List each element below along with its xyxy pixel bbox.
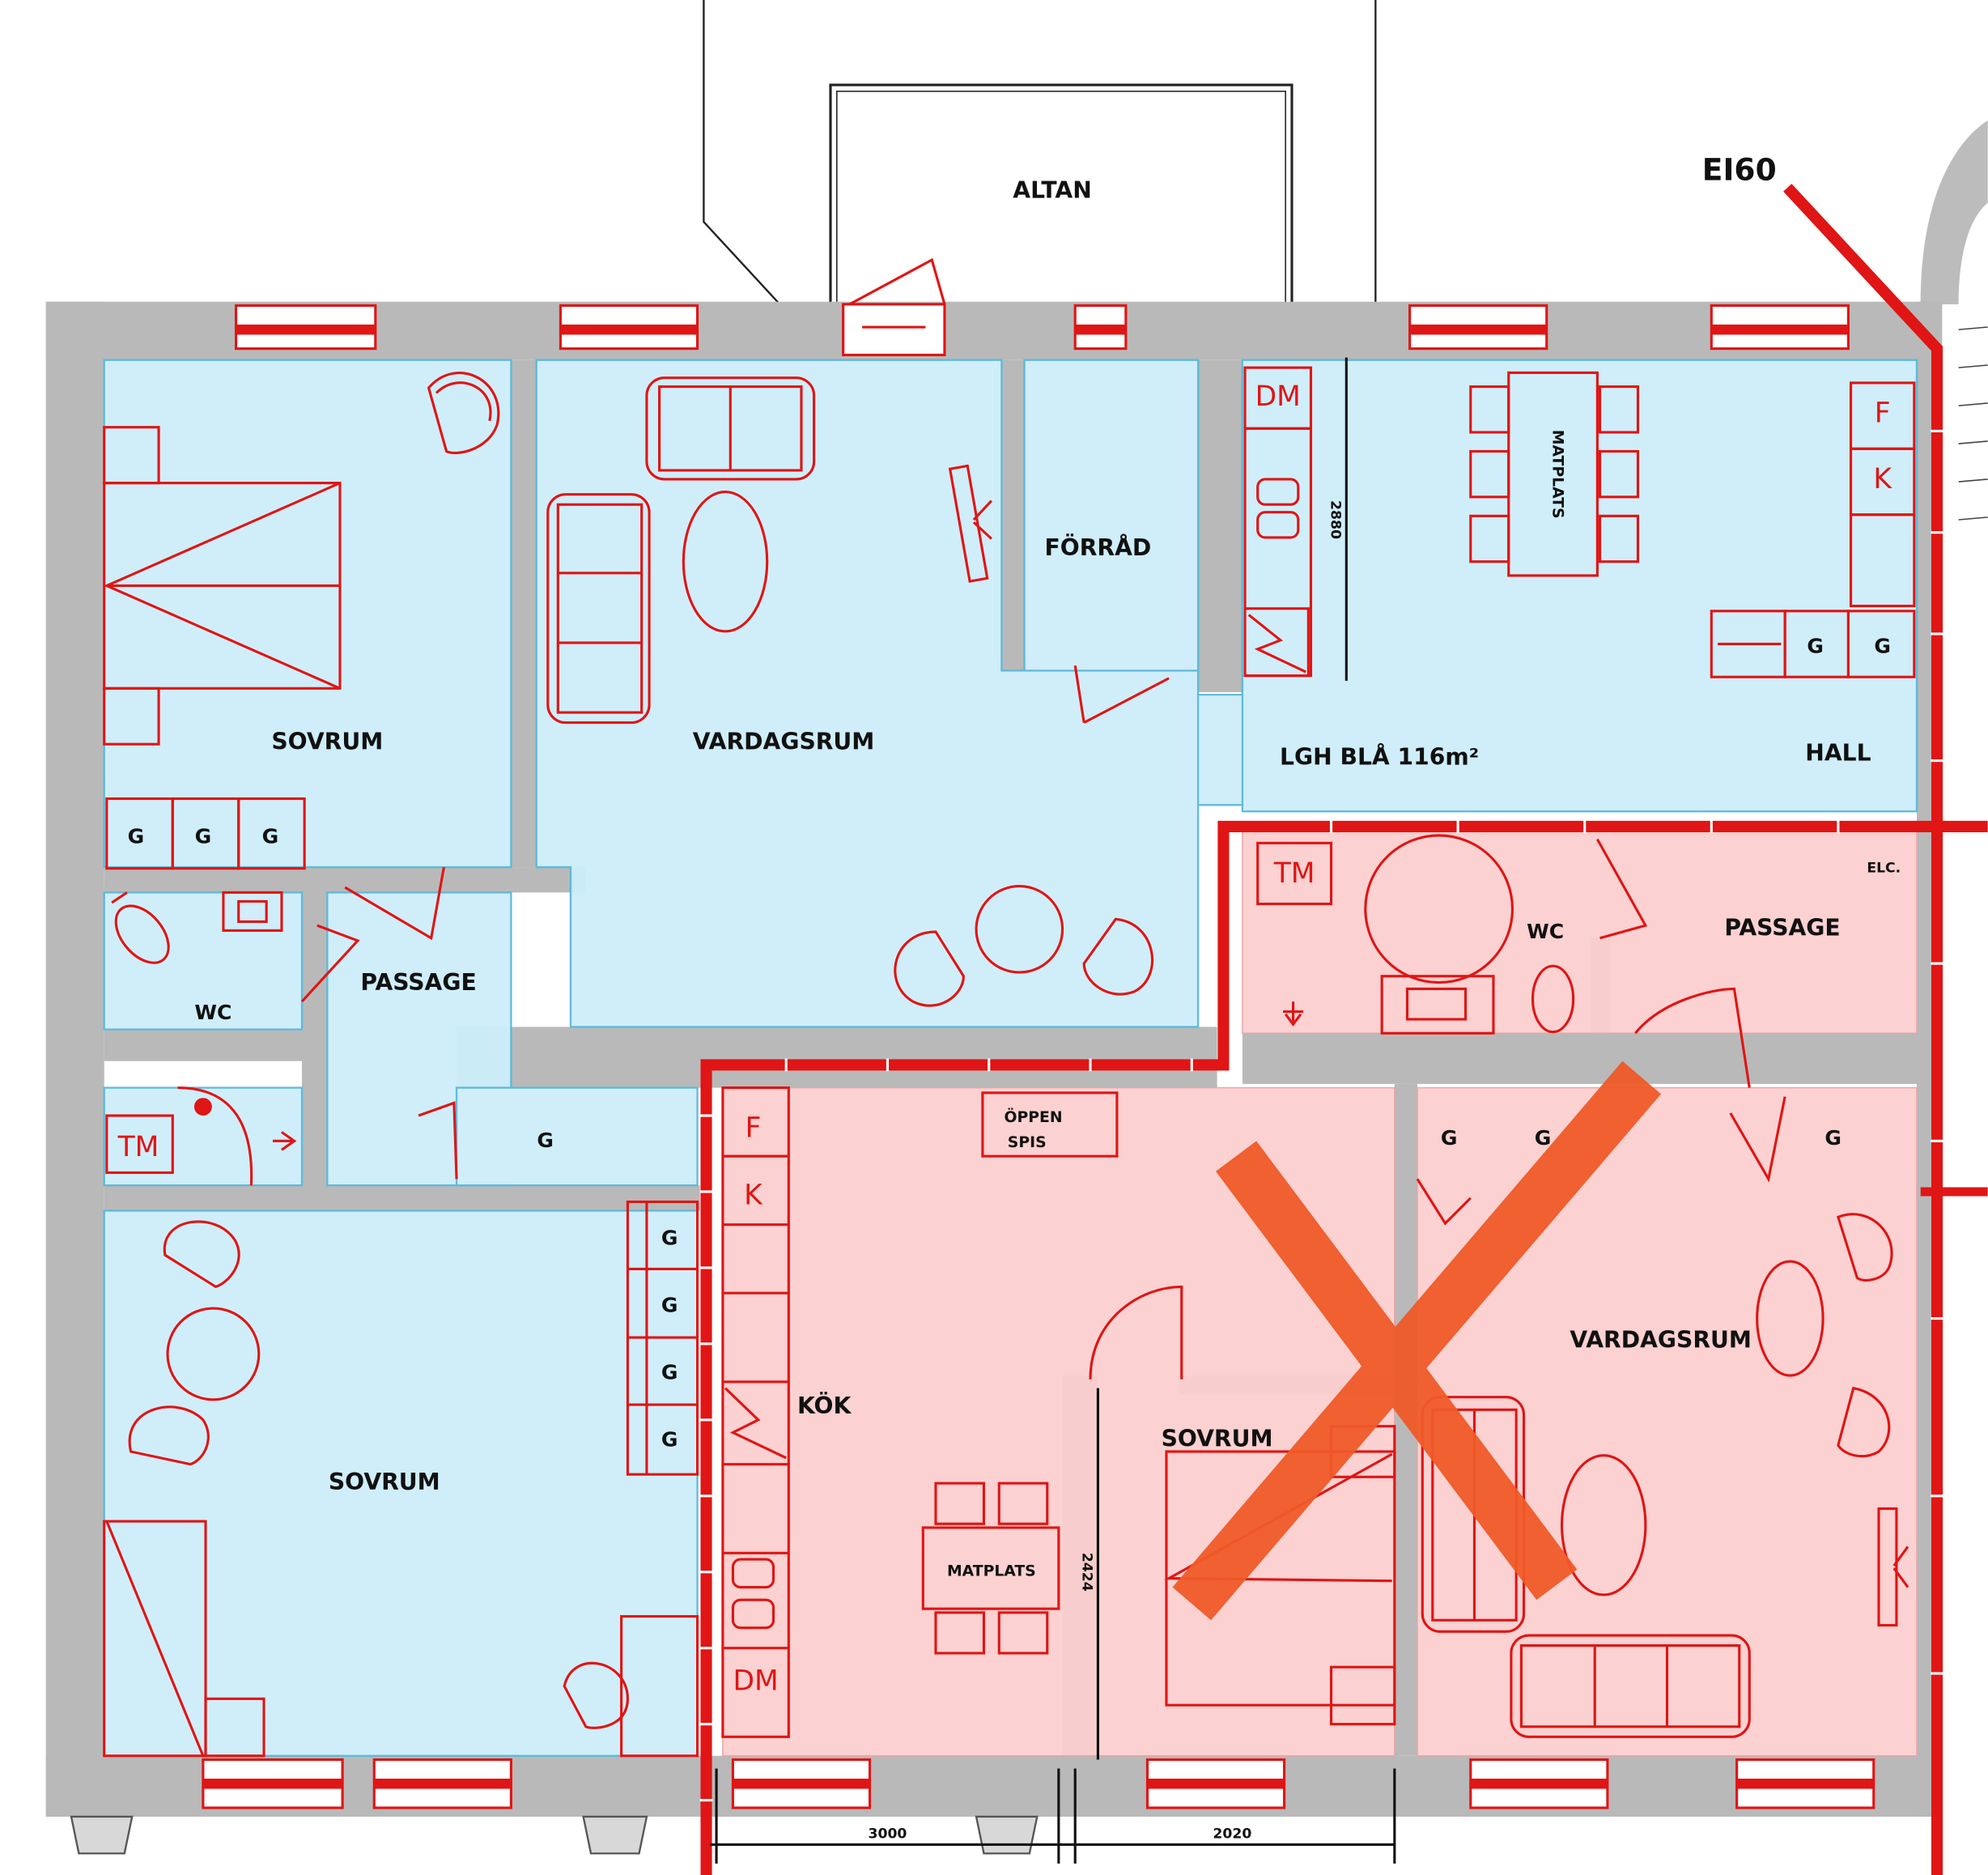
sovrum-nw-label: SOVRUM — [271, 728, 383, 755]
g-sov-2: G — [195, 824, 212, 848]
f-s-label: F — [746, 1112, 762, 1145]
wc-e-label: WC — [1527, 920, 1564, 943]
vardagsrum-n-label: VARDAGSRUM — [693, 728, 875, 755]
g-sw-4: G — [661, 1428, 678, 1452]
sofa-icon — [645, 376, 816, 481]
g-hall-2: G — [1874, 634, 1891, 657]
electric-panel-w — [177, 1086, 297, 1186]
g-sw-3: G — [661, 1361, 678, 1384]
chair-icon — [427, 372, 500, 455]
matplats-n-label: MATPLATS — [1549, 430, 1566, 519]
arrow-down-icon — [1283, 1001, 1304, 1027]
oppen-spis-label-2: SPIS — [1008, 1134, 1047, 1151]
lgh-label: LGH BLÅ 116m² — [1280, 742, 1479, 770]
g-sov-1: G — [128, 824, 145, 848]
oppen-spis-label-1: ÖPPEN — [1005, 1107, 1063, 1126]
wc-door-e — [1596, 838, 1648, 940]
tm-e-label: TM — [1273, 857, 1315, 890]
table-icon — [166, 1307, 261, 1401]
wardrobes-nw — [105, 797, 306, 870]
kok-label: KÖK — [797, 1392, 852, 1419]
g-sw-2: G — [661, 1294, 678, 1317]
labels: ALTAN EI60 SOVRUM VARDAGSRUM FÖRRÅD LGH … — [117, 151, 1901, 1842]
forrad-label: FÖRRÅD — [1045, 534, 1152, 561]
balcony-door — [842, 257, 946, 357]
passage-door-g — [418, 1101, 458, 1180]
dim-vertical-n: 2880 — [1327, 500, 1344, 539]
wc-door-w — [300, 924, 360, 1003]
table-icon — [1756, 1260, 1824, 1377]
f-n-label: F — [1875, 397, 1891, 429]
sovrum-s-label: SOVRUM — [1162, 1426, 1273, 1452]
dm-s-label: DM — [733, 1665, 778, 1697]
elc-label: ELC. — [1867, 860, 1901, 876]
matplats-s-label: MATPLATS — [947, 1562, 1036, 1580]
wc-w-label: WC — [194, 1001, 232, 1024]
tm-w-label: TM — [117, 1131, 159, 1163]
g-sw-1: G — [661, 1227, 678, 1250]
kitchen-counter-s — [721, 1086, 790, 1738]
sofa-icon — [1510, 1634, 1751, 1738]
dm-n-label: DM — [1255, 381, 1301, 413]
table-icon — [1469, 371, 1640, 577]
vardagsrum-se-label: VARDAGSRUM — [1570, 1327, 1752, 1354]
tm-box-w — [105, 1114, 174, 1175]
passage-w-label: PASSAGE — [360, 969, 476, 996]
wardrobes-sw — [626, 1200, 699, 1476]
g-e-2: G — [1535, 1126, 1552, 1150]
stove-icon — [981, 1091, 1119, 1158]
g-e-3: G — [1824, 1126, 1841, 1150]
wardrobes-e — [1416, 1096, 1786, 1226]
fire-boundary-ticks — [699, 429, 1943, 1802]
sovrum-door — [1089, 1285, 1183, 1380]
passage-door-e — [1634, 987, 1751, 1088]
hall-label: HALL — [1805, 740, 1871, 767]
dim-vertical-s: 2424 — [1079, 1553, 1095, 1592]
fire-boundary — [700, 183, 1988, 1875]
altan-label: ALTAN — [1013, 176, 1092, 203]
kitchen-counter-n — [1243, 366, 1313, 678]
shower-icon — [1364, 834, 1514, 1035]
table-icon — [921, 1482, 1060, 1655]
tv-bench-icon — [1877, 1507, 1909, 1627]
table-icon — [682, 491, 769, 633]
chair-icon — [128, 1220, 630, 1729]
dim-bottom-1: 3000 — [868, 1826, 907, 1843]
forrad-door — [1073, 665, 1170, 724]
toilet-icon — [111, 891, 170, 964]
g-e-1: G — [1441, 1126, 1458, 1150]
dim-bottom-2: 2020 — [1213, 1826, 1251, 1843]
altan-area — [703, 0, 1377, 308]
toilet-icon — [1531, 964, 1575, 1034]
chair-icon — [1836, 1213, 1893, 1458]
k-n-label: K — [1873, 463, 1892, 495]
k-s-label: K — [744, 1180, 763, 1212]
sofa-icon — [546, 493, 651, 725]
tm-box-e — [1256, 841, 1333, 906]
g-sov-3: G — [262, 824, 279, 848]
table-icon — [1560, 1454, 1647, 1597]
big-x-icon — [1172, 1061, 1661, 1621]
chair-icon — [894, 917, 1154, 1007]
fridge-icon — [1849, 381, 1916, 608]
hall-wardrobes — [1710, 610, 1916, 678]
bed-icon — [103, 1520, 699, 1758]
sovrum-sw-label: SOVRUM — [329, 1469, 440, 1495]
staircase — [1920, 120, 1988, 521]
g-passage-w: G — [537, 1129, 554, 1152]
window-red-bars — [202, 324, 1874, 1789]
g-hall-1: G — [1807, 634, 1824, 657]
sink-icon — [222, 891, 283, 932]
passage-e-label: PASSAGE — [1724, 915, 1840, 942]
bed-icon — [103, 426, 342, 746]
e160-label: EI60 — [1702, 151, 1777, 187]
passage-door-w — [344, 866, 445, 941]
table-icon — [975, 885, 1064, 974]
dimension-bottom — [710, 1768, 1396, 1864]
tv-bench-icon — [948, 464, 993, 583]
